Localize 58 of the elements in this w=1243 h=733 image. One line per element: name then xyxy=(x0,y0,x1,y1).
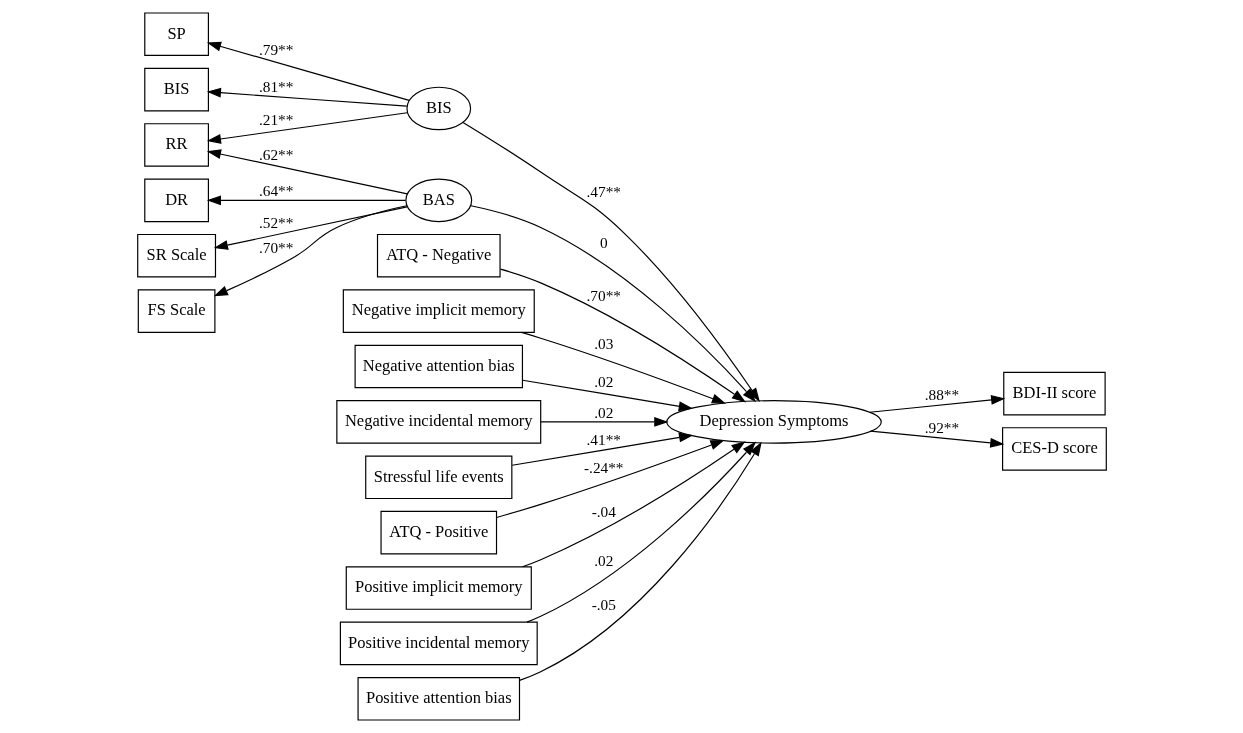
edge-label: 0 xyxy=(599,233,608,251)
node-box: Positive attention bias xyxy=(356,677,520,721)
edge-label: -.24** xyxy=(583,459,624,477)
arrow xyxy=(469,205,756,403)
edge-label: -.05 xyxy=(591,595,616,613)
node-box: RR xyxy=(143,123,209,167)
arrow xyxy=(213,206,408,250)
arrow xyxy=(495,440,725,519)
arrow xyxy=(539,416,668,427)
edge-label: .02 xyxy=(593,373,613,390)
edge-label: .02 xyxy=(593,403,613,421)
arrow xyxy=(206,41,410,101)
edge-label: .79** xyxy=(258,40,293,58)
arrow xyxy=(206,112,408,144)
edge-label: .70** xyxy=(258,238,293,256)
arrow xyxy=(869,430,1004,448)
node-ellipse: BIS xyxy=(405,86,471,131)
edge-label: .70** xyxy=(586,286,621,304)
node-box: Positive implicit memory xyxy=(345,566,532,610)
arrow xyxy=(213,205,407,297)
arrow xyxy=(521,379,693,412)
edge-label: .03 xyxy=(593,335,613,353)
node-box: SP xyxy=(143,12,209,56)
edge-label: -.04 xyxy=(591,502,616,520)
arrow xyxy=(511,432,693,466)
arrow xyxy=(518,441,762,681)
node-box: ATQ - Positive xyxy=(379,510,497,555)
node-box: CES-D score xyxy=(1001,427,1107,471)
arrow xyxy=(520,331,726,404)
node-box: Stressful life events xyxy=(364,455,512,500)
node-box: BDI-II score xyxy=(1002,371,1106,416)
edge-label: .02 xyxy=(593,552,613,570)
node-box: DR xyxy=(143,178,209,223)
edge-label: .81** xyxy=(258,78,293,96)
node-box: SR Scale xyxy=(136,233,216,278)
node-box: Negative attention bias xyxy=(354,344,523,389)
arrow xyxy=(868,395,1005,413)
edge-label: .92** xyxy=(924,418,959,436)
arrow xyxy=(206,195,406,206)
edge-label: .88** xyxy=(924,385,959,403)
arrow xyxy=(499,268,746,403)
edge-label: .62** xyxy=(258,145,293,163)
edge-label: .64** xyxy=(258,182,293,200)
arrow xyxy=(206,87,407,107)
arrow xyxy=(525,441,756,623)
edge-label: .52** xyxy=(258,213,293,231)
node-box: BIS xyxy=(143,67,209,112)
edge-label: .41** xyxy=(586,430,621,448)
edge-label: .47** xyxy=(586,183,621,201)
arrow xyxy=(206,149,408,195)
arrow xyxy=(521,441,746,568)
edge-label: .21** xyxy=(258,111,293,129)
node-box: ATQ - Negative xyxy=(376,233,501,278)
node-box: Negative incidental memory xyxy=(335,400,541,444)
node-ellipse: BAS xyxy=(404,178,472,223)
node-box: Positive incidental memory xyxy=(339,621,538,666)
node-box: FS Scale xyxy=(137,289,215,333)
node-box: Negative implicit memory xyxy=(342,289,535,333)
